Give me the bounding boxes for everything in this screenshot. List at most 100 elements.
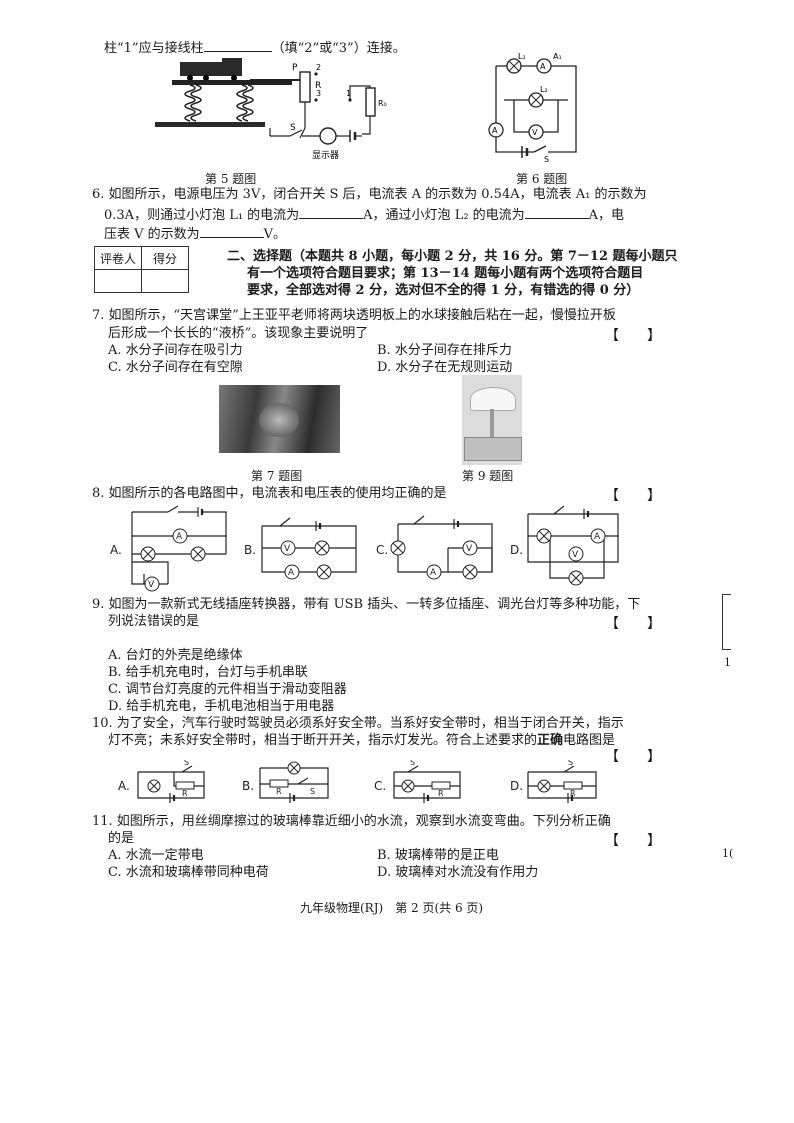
q9-option-c[interactable]: C. 调节台灯亮度的元件相当于滑动变阻器 [108, 682, 347, 697]
q10-b-switch-label: S [310, 787, 315, 796]
q8-answer-bracket[interactable]: 【 】 [605, 488, 661, 504]
q6-blank-l2[interactable] [524, 205, 589, 219]
ammeter-a [488, 122, 504, 138]
label-3: 3 [316, 89, 321, 98]
q8-a-ammeter: A [176, 532, 183, 542]
q10-line-2a: 灯不亮；未系好安全带时，相当于断开开关，指示灯发光。符合上述要求的 [108, 733, 538, 748]
springs [184, 84, 254, 122]
q7-line-2: 后形成一个长长的“液桥”。该现象主要说明了 [108, 326, 369, 341]
q7-answer-bracket[interactable]: 【 】 [605, 328, 661, 344]
q10-a-r-label: R [182, 789, 188, 798]
q10-d-switch-label: S [568, 760, 573, 767]
figure-5-diagram: P R 2 3 1 R₀ S 显示器 [155, 58, 387, 161]
label-2: 2 [316, 63, 321, 72]
figure-7-caption: 第 7 题图 [251, 469, 303, 483]
figure-6-caption: 第 6 题图 [516, 172, 568, 186]
q10-b-r-label: R [276, 787, 282, 796]
display-meter [319, 127, 337, 145]
q10-label-d[interactable]: D. [510, 779, 523, 793]
q6-blank-v[interactable] [199, 224, 264, 238]
label-l1: L₁ [518, 52, 526, 61]
q5-tail-line: 柱“1”应与接线柱 （填“2”或“3”）连接。 [104, 38, 406, 57]
label-s6: S [544, 155, 549, 162]
q11-option-b[interactable]: B. 玻璃棒带的是正电 [377, 848, 499, 863]
ammeter-a1 [536, 58, 552, 74]
label-display: 显示器 [312, 150, 339, 161]
q10-circuits: A. S R B. R S C. S R D. [118, 760, 597, 803]
q11-option-a[interactable]: A. 水流一定带电 [108, 848, 204, 863]
q8-c-voltmeter: V [466, 544, 473, 554]
q8-label-b[interactable]: B. [244, 543, 256, 557]
q8-a-voltmeter: V [148, 580, 155, 590]
q6-line-2: 0.3A，则通过小灯泡 L₁ 的电流为 A，通过小灯泡 L₂ 的电流为 A，电 [104, 205, 624, 224]
q6-line-2c: A，电 [588, 208, 625, 223]
label-l2: L₂ [540, 85, 548, 94]
q8-d-ammeter: A [594, 532, 601, 542]
truck-body [180, 62, 232, 76]
q8-label-a[interactable]: A. [110, 543, 122, 557]
section2-line-3: 要求，全部选对得 2 分，选对但不全的得 1 分，有错选的得 0 分） [247, 283, 640, 298]
grade-reviewer-cell[interactable] [94, 269, 142, 293]
label-a1: A₁ [553, 52, 562, 61]
q9-option-a[interactable]: A. 台灯的外壳是绝缘体 [108, 648, 243, 663]
q7-option-c[interactable]: C. 水分子间存在有空隙 [108, 360, 243, 375]
q6-line-1: 6. 如图所示，电源电压为 3V，闭合开关 S 后，电流表 A 的示数为 0.5… [92, 187, 647, 202]
q10-label-b[interactable]: B. [242, 779, 254, 793]
q8-label-c[interactable]: C. [376, 543, 388, 557]
voltmeter-v [528, 124, 544, 140]
figure-5-caption: 第 5 题图 [205, 172, 257, 186]
q10-line-2: 灯不亮；未系好安全带时，相当于断开开关，指示灯发光。符合上述要求的正确电路图是 [108, 732, 615, 749]
label-v: V [532, 128, 538, 137]
q11-line-1: 11. 如图所示，用丝绸摩擦过的玻璃棒靠近细小的水流，观察到水流变弯曲。下列分析… [92, 814, 611, 829]
q10-d-r-label: R [570, 789, 576, 798]
grade-reviewer-label: 评卷人 [94, 246, 142, 270]
q10-answer-bracket[interactable]: 【 】 [605, 749, 661, 765]
q9-option-d[interactable]: D. 给手机充电，手机电池相当于用电器 [108, 699, 335, 714]
q5-tail-post: （填“2”或“3”）连接。 [271, 41, 406, 56]
q6-blank-l1[interactable] [299, 205, 364, 219]
q10-label-a[interactable]: A. [118, 779, 130, 793]
figure-9-photo [462, 375, 522, 465]
margin-bracket [722, 594, 731, 650]
q10-a-switch-label: S [184, 760, 189, 767]
figure-6-diagram: A L₁ A₁ L₂ A V S [488, 52, 577, 162]
figure-9-caption: 第 9 题图 [462, 469, 514, 483]
q7-option-b[interactable]: B. 水分子间存在排斥力 [377, 343, 512, 358]
grade-score-cell[interactable] [141, 269, 189, 293]
q11-option-c[interactable]: C. 水流和玻璃棒带同种电荷 [108, 865, 269, 880]
q5-tail-pre: 柱“1”应与接线柱 [104, 41, 204, 56]
q11-line-2: 的是 [108, 831, 135, 846]
scale-plate [172, 80, 292, 85]
rheostat-r [299, 71, 311, 103]
label-a: A [492, 126, 498, 135]
q6-line-2b: A，通过小灯泡 L₂ 的电流为 [363, 208, 525, 223]
q8-d-voltmeter: V [572, 550, 579, 560]
q6-line-3a: 压表 V 的示数为 [104, 227, 200, 242]
resistor-r0 [365, 87, 376, 117]
label-1: 1 [346, 89, 351, 98]
q11-option-d[interactable]: D. 玻璃棒对水流没有作用力 [377, 865, 539, 880]
ground-plate [155, 122, 265, 127]
q6-line-3b: V。 [263, 227, 287, 242]
q8-label-d[interactable]: D. [510, 543, 523, 557]
q11-answer-bracket[interactable]: 【 】 [605, 833, 661, 849]
margin-mark-1: 1 [724, 656, 731, 669]
q7-option-d[interactable]: D. 水分子在无规则运动 [377, 360, 513, 375]
q8-b-ammeter: A [288, 568, 295, 578]
grade-box: 评卷人得分 [94, 246, 189, 293]
q7-option-a[interactable]: A. 水分子间存在吸引力 [108, 343, 243, 358]
section2-line-1: 二、选择题（本题共 8 小题，每小题 2 分，共 16 分。第 7－12 题每小… [227, 249, 678, 264]
q10-line-2c: 电路图是 [563, 733, 616, 748]
q10-line-1: 10. 为了安全，汽车行驶时驾驶员必须系好安全带。当系好安全带时，相当于闭合开关… [92, 716, 624, 731]
label-p: P [292, 63, 298, 73]
label-a1-symbol: A [540, 62, 546, 71]
q9-answer-bracket[interactable]: 【 】 [605, 616, 661, 632]
q5-answer-blank[interactable] [203, 38, 272, 52]
q10-label-c[interactable]: C. [374, 779, 386, 793]
q8-circuits: A. A V B. V A C. V A [110, 505, 619, 592]
q8-c-ammeter: A [430, 568, 437, 578]
q10-c-switch-label: S [410, 760, 415, 767]
q10-line-2b: 正确 [537, 733, 564, 748]
q9-option-b[interactable]: B. 给手机充电时，台灯与手机串联 [108, 665, 308, 680]
q6-line-2a: 0.3A，则通过小灯泡 L₁ 的电流为 [104, 208, 300, 223]
